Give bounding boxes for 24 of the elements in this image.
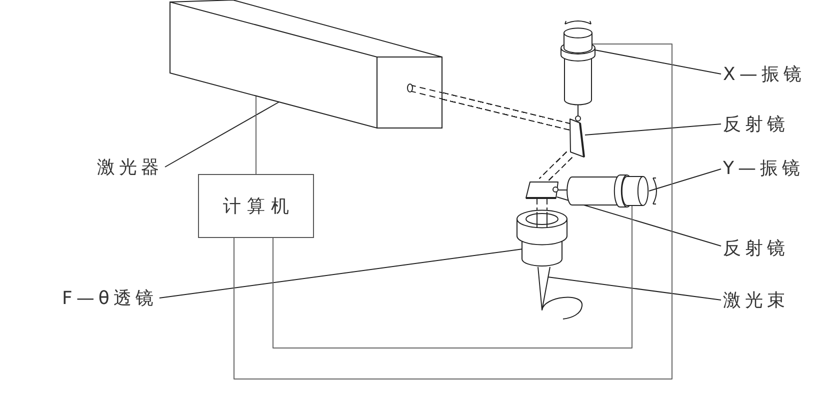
part-label: 反射镜 xyxy=(723,238,789,260)
galvo-scanner xyxy=(566,175,660,207)
part-label: F—θ透镜 xyxy=(62,288,158,310)
laser-unit xyxy=(168,0,443,129)
part-label: 激光束 xyxy=(723,290,789,312)
part-label: Y—振镜 xyxy=(723,158,804,180)
laser-beam-path xyxy=(536,198,548,211)
component-box: 计算机 xyxy=(198,174,314,238)
laser-beam-cone xyxy=(535,267,585,321)
leader-line xyxy=(548,276,722,300)
leader-line xyxy=(648,168,722,192)
leader-line xyxy=(164,102,280,168)
part-label: 激光器 xyxy=(97,157,163,179)
mirror xyxy=(569,115,586,158)
leader-line xyxy=(158,248,523,298)
leader-line xyxy=(584,124,722,136)
mirror xyxy=(525,181,559,199)
leader-line xyxy=(594,50,722,74)
wire xyxy=(272,206,632,348)
leader-line xyxy=(556,196,722,246)
lens xyxy=(516,209,568,267)
part-label: X—振镜 xyxy=(723,64,806,86)
wire xyxy=(234,44,672,380)
part-label: 反射镜 xyxy=(723,114,789,136)
